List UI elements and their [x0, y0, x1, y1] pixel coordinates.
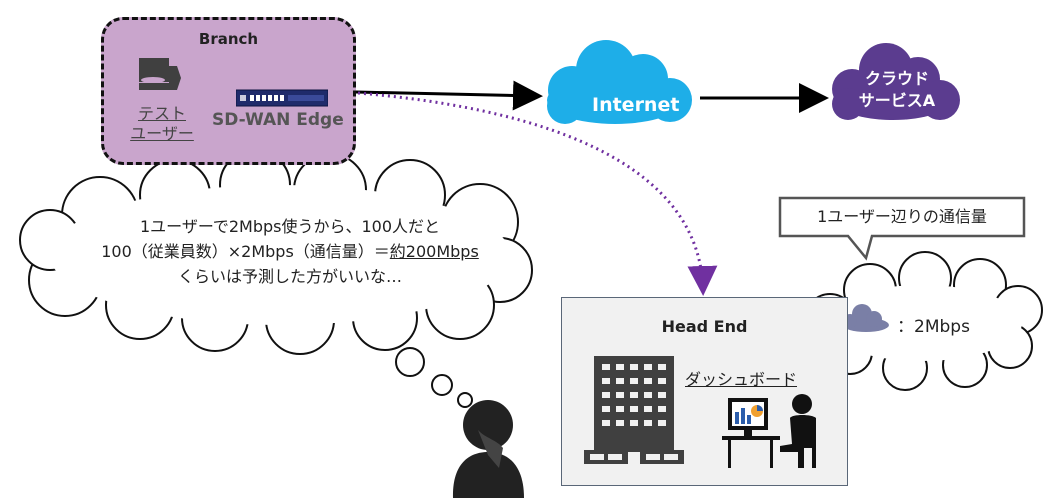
head-end-box: Head End ダッシュボード — [561, 297, 848, 486]
router-icon — [236, 89, 328, 107]
thought-text: 1ユーザーで2Mbps使うから、100人だと 100（従業員数）×2Mbps（通… — [40, 214, 540, 289]
branch-title: Branch — [198, 30, 259, 48]
thought-line3: くらいは予測した方がいいな… — [177, 267, 402, 286]
test-user-line2: ユーザー — [130, 124, 194, 143]
rate-text: ：2Mbps — [897, 317, 970, 337]
thought-line1: 1ユーザーで2Mbps使うから、100人だと — [139, 217, 441, 236]
head-end-title: Head End — [661, 317, 748, 336]
test-user-line1: テスト — [137, 104, 186, 123]
cloud-service-label: クラウド サービスA — [843, 68, 951, 112]
service-cloud-icon — [832, 43, 960, 120]
thought-bubble-large — [395, 347, 425, 377]
monitor-chart-icon — [722, 398, 780, 468]
internet-label: Internet — [592, 94, 680, 116]
thought-bubble-medium — [431, 374, 453, 396]
cloud-service-line1: クラウド — [864, 69, 929, 88]
thought-line2-emphasis: 約200Mbps — [389, 242, 479, 261]
person-icon — [780, 394, 816, 468]
building-icon — [584, 356, 684, 464]
branch-to-internet-arrow — [355, 80, 543, 111]
callout-text: 1ユーザー辺りの通信量 — [817, 207, 987, 226]
thought-line2: 100（従業員数）×2Mbps（通信量）＝約200Mbps — [40, 239, 540, 264]
branch-to-headend-dotted-arrow — [357, 91, 718, 296]
dashboard-worker-icon — [722, 394, 816, 468]
branch-box: Branch テスト ユーザー SD-WAN Edge — [101, 17, 356, 165]
dashboard-label: ダッシュボード — [685, 370, 798, 389]
test-user-label: テスト ユーザー — [123, 104, 201, 144]
computer-icon — [139, 58, 181, 90]
thinking-person-icon — [452, 400, 524, 498]
thought-line2-prefix: 100（従業員数）×2Mbps（通信量）＝ — [101, 242, 390, 261]
thought-bubble-small — [457, 392, 473, 408]
sdwan-edge-label: SD-WAN Edge — [212, 110, 344, 130]
cloud-service-line2: サービスA — [858, 91, 936, 110]
callout-box — [778, 196, 1026, 261]
internet-cloud-icon — [547, 40, 692, 124]
